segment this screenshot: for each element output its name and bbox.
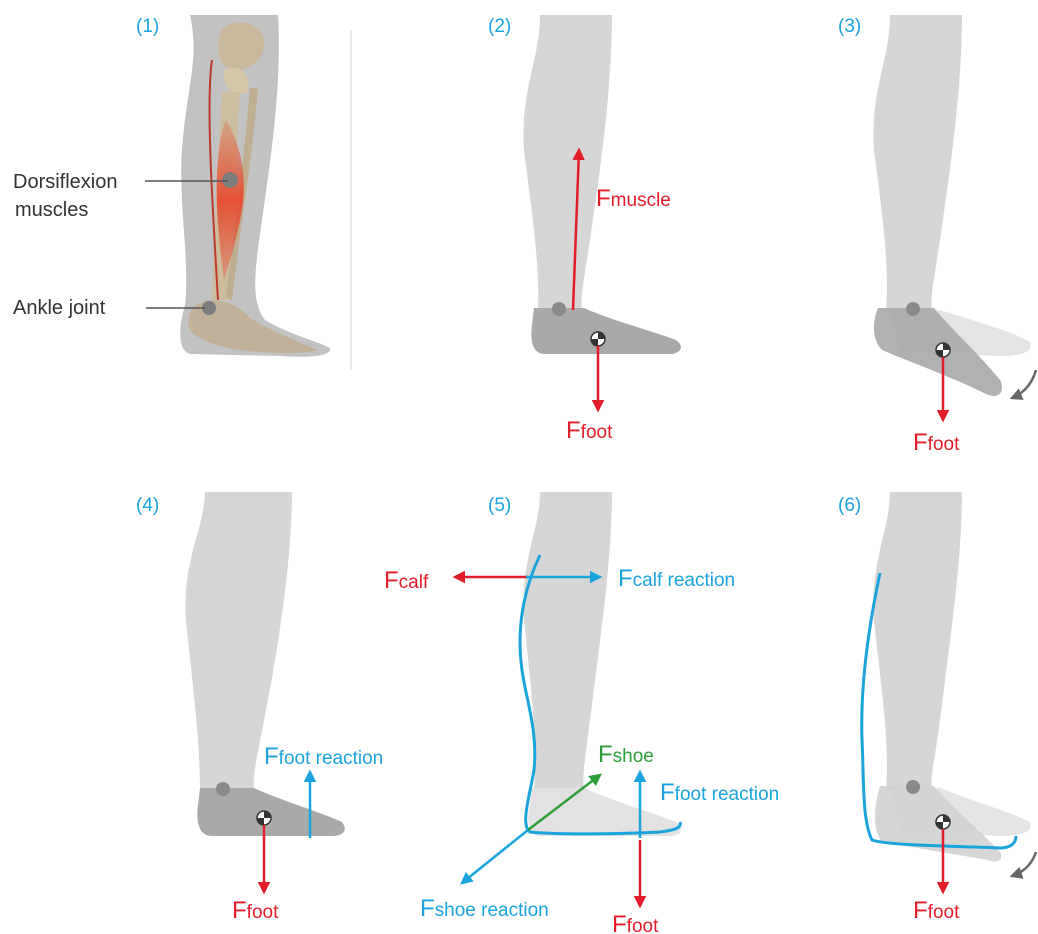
leg-silhouette (873, 15, 962, 310)
panel-number: (4) (136, 495, 159, 516)
ankle-joint-icon (906, 780, 920, 794)
panel-number: (1) (136, 16, 159, 37)
panel-6: (6) Ffoot (838, 492, 1036, 924)
center-of-mass-icon (591, 332, 605, 346)
rotation-arrow-icon (1012, 370, 1036, 398)
panel-number: (5) (488, 495, 511, 516)
center-of-mass-icon (936, 815, 950, 829)
ankle-joint-icon (216, 782, 230, 796)
leg-silhouette (523, 15, 612, 310)
panel-number: (6) (838, 495, 861, 516)
center-of-mass-icon (257, 811, 271, 825)
foot-reaction-label: Ffoot reaction (264, 743, 383, 770)
foot-force-label: Ffoot (913, 897, 960, 924)
panel-number: (2) (488, 16, 511, 37)
panel-4: (4) Ffoot reaction Ffoot (136, 492, 383, 924)
panel-1: (1) Dorsiflexion muscles Ankle joint (13, 15, 351, 370)
ankle-joint-icon (552, 302, 566, 316)
muscle-marker (222, 172, 238, 188)
muscle-force-label: Fmuscle (596, 185, 671, 212)
center-of-mass-icon (936, 343, 950, 357)
calf-force-label: Fcalf (384, 567, 429, 594)
panel-2: (2) Fmuscle Ffoot (488, 15, 681, 444)
rotation-arrow-icon (1012, 852, 1036, 876)
foot-force-label: Ffoot (566, 417, 613, 444)
leg-silhouette (873, 492, 962, 790)
panel-number: (3) (838, 16, 861, 37)
panel-3: (3) Ffoot (838, 15, 1036, 456)
foot-force-label: Ffoot (612, 911, 659, 934)
calf-reaction-label: Fcalf reaction (618, 565, 735, 592)
muscle-label-line1: Dorsiflexion (13, 171, 117, 193)
joint-label: Ankle joint (13, 297, 106, 319)
foot-silhouette (197, 788, 344, 836)
shoe-force-label: Fshoe (598, 741, 654, 768)
muscle-label-line2: muscles (15, 199, 88, 221)
shoe-reaction-label: Fshoe reaction (420, 895, 549, 922)
ankle-joint-icon (906, 302, 920, 316)
foot-force-label: Ffoot (232, 897, 279, 924)
foot-force-label: Ffoot (913, 429, 960, 456)
foot-silhouette (531, 308, 681, 354)
shoe-reaction-arrow (462, 830, 528, 883)
foot-reaction-label: Ffoot reaction (660, 779, 779, 806)
panel-5: (5) Fcalf Fcalf reaction Fshoe Ffoot rea… (384, 492, 779, 934)
